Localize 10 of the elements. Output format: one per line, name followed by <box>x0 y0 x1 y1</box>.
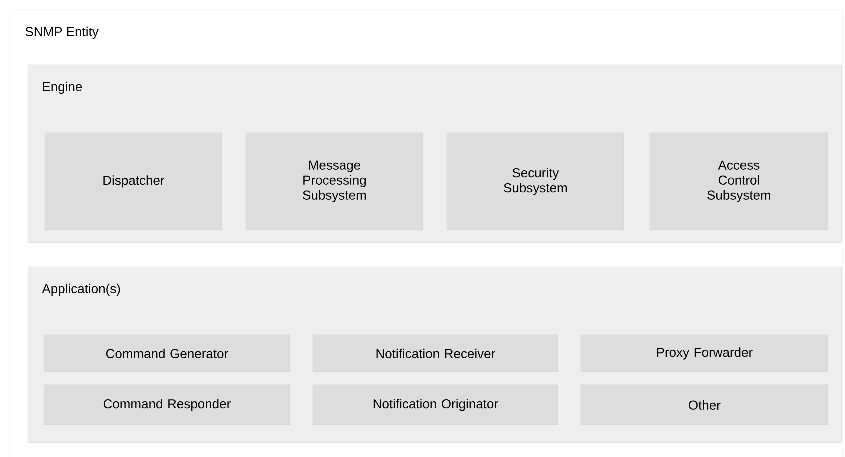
component-box: Access Control Subsystem <box>650 133 828 230</box>
component-box: Dispatcher <box>45 133 222 230</box>
component-box: Command Responder <box>44 385 290 426</box>
component-box: Message Processing Subsystem <box>246 133 424 230</box>
component-box: Security Subsystem <box>447 133 624 230</box>
component-box: Command Generator <box>44 335 290 372</box>
component-box: Other <box>581 385 828 426</box>
component-box: Proxy Forwarder <box>581 335 828 372</box>
component-box: Notification Originator <box>313 385 558 426</box>
component-box: Notification Receiver <box>313 335 558 372</box>
